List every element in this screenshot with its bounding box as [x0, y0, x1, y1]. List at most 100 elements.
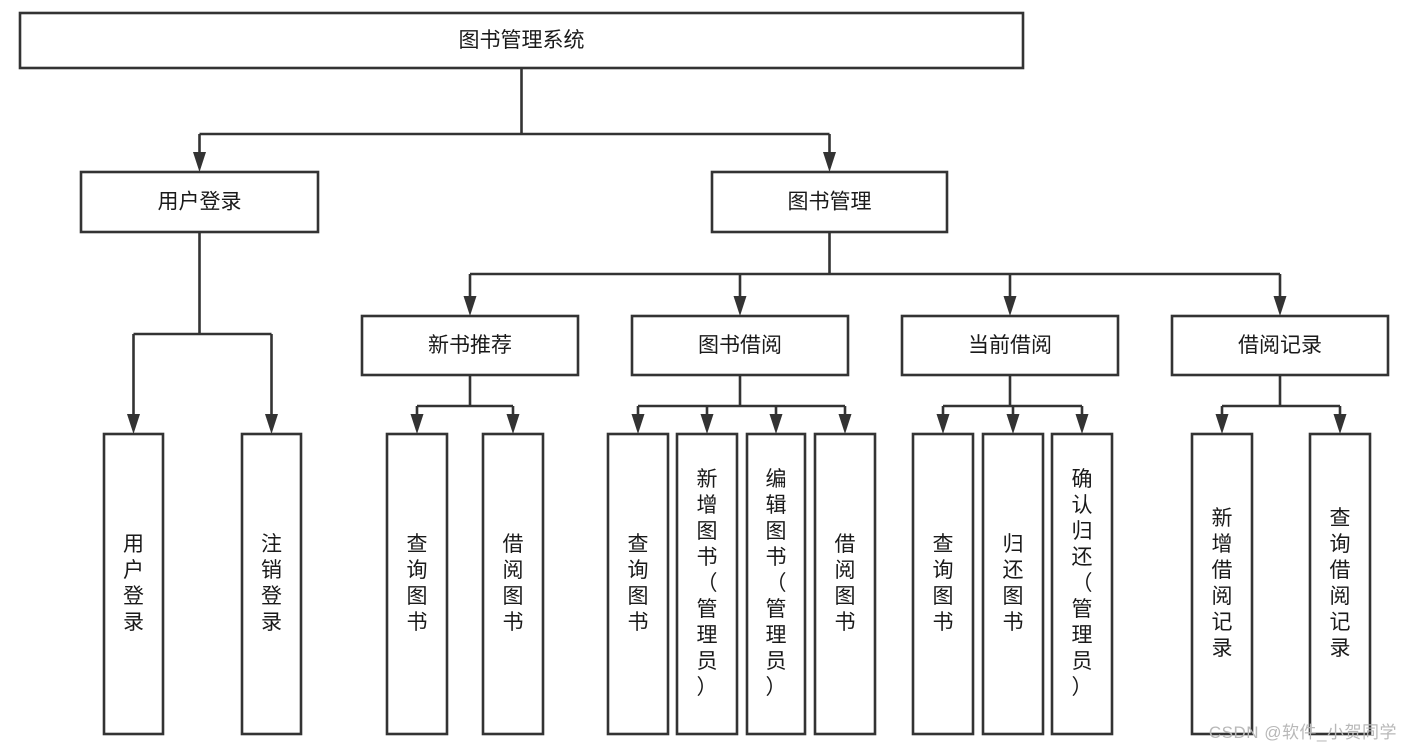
node-label-char: （	[766, 572, 787, 595]
node-label-char: ）	[766, 676, 787, 699]
node-box-new-book-rec[interactable]	[360, 314, 580, 377]
node-leaf-add-record[interactable]: 新增借阅记录	[1190, 432, 1254, 736]
node-new-book-rec[interactable]: 新书推荐	[360, 314, 580, 377]
node-label-char: 查	[1330, 507, 1351, 530]
edge-arrowhead	[769, 414, 783, 434]
node-label-char: 记	[1212, 611, 1233, 634]
node-label-char: 查	[628, 533, 649, 556]
node-leaf-user-login[interactable]: 用户登录	[102, 432, 165, 736]
edge-arrowhead	[838, 414, 852, 434]
edge-group-root-to-level1	[193, 68, 836, 172]
node-box-user-login[interactable]	[79, 170, 320, 234]
node-label-char: 书	[697, 546, 718, 569]
node-label-char: 图	[835, 585, 856, 608]
node-box-leaf-query-book-3[interactable]	[911, 432, 975, 736]
node-box-leaf-confirm-return[interactable]	[1050, 432, 1114, 736]
node-leaf-borrow-book-2[interactable]: 借阅图书	[813, 432, 877, 736]
node-leaf-query-book-1[interactable]: 查询图书	[385, 432, 449, 736]
edge-arrowhead	[631, 414, 645, 434]
node-label-char: 借	[835, 533, 856, 556]
node-leaf-query-book-3[interactable]: 查询图书	[911, 432, 975, 736]
node-box-current-borrow[interactable]	[900, 314, 1120, 377]
node-leaf-query-record[interactable]: 查询借阅记录	[1308, 432, 1372, 736]
node-leaf-logout[interactable]: 注销登录	[240, 432, 303, 736]
edge-arrowhead	[1215, 414, 1229, 434]
node-label-char: 辑	[766, 494, 787, 517]
node-book-manage[interactable]: 图书管理	[710, 170, 949, 234]
node-label-char: 增	[697, 494, 718, 517]
node-label-user-login: 用户登录	[158, 191, 242, 214]
edge-arrowhead	[823, 152, 836, 172]
node-label-char: 录	[1212, 637, 1233, 660]
node-box-root[interactable]	[18, 11, 1025, 70]
node-box-book-borrow[interactable]	[630, 314, 850, 377]
node-label-borrow-record: 借阅记录	[1238, 334, 1322, 357]
edge-group-currentborrow-to-leaves	[936, 375, 1089, 434]
node-box-leaf-user-login[interactable]	[102, 432, 165, 736]
edge-arrowhead	[265, 414, 278, 434]
node-label-char: 书	[407, 611, 428, 634]
node-label-char: 还	[1003, 559, 1024, 582]
edge-arrowhead	[463, 296, 477, 316]
node-box-borrow-record[interactable]	[1170, 314, 1390, 377]
node-label-char: 注	[261, 533, 282, 556]
node-box-leaf-return-book[interactable]	[981, 432, 1045, 736]
node-box-leaf-edit-book[interactable]	[745, 432, 807, 736]
node-label-char: 新	[697, 468, 718, 491]
edge-group-bookmanage-to-level2	[463, 232, 1287, 316]
node-label-char: 借	[503, 533, 524, 556]
node-box-leaf-borrow-book-2[interactable]	[813, 432, 877, 736]
node-current-borrow[interactable]: 当前借阅	[900, 314, 1120, 377]
node-box-leaf-query-book-1[interactable]	[385, 432, 449, 736]
node-box-leaf-query-record[interactable]	[1308, 432, 1372, 736]
edge-arrowhead	[1273, 296, 1287, 316]
node-box-leaf-borrow-book-1[interactable]	[481, 432, 545, 736]
node-label-leaf-edit-book: 编辑图书（管理员）	[766, 468, 787, 699]
node-leaf-edit-book[interactable]: 编辑图书（管理员）	[745, 432, 807, 736]
node-box-book-manage[interactable]	[710, 170, 949, 234]
node-book-borrow[interactable]: 图书借阅	[630, 314, 850, 377]
node-leaf-borrow-book-1[interactable]: 借阅图书	[481, 432, 545, 736]
node-box-leaf-add-record[interactable]	[1190, 432, 1254, 736]
node-box-leaf-query-book-2[interactable]	[606, 432, 670, 736]
node-label-char: ）	[1072, 676, 1093, 699]
node-label-char: 确	[1072, 468, 1093, 491]
node-label-char: 询	[407, 559, 428, 582]
node-label-leaf-query-book-1: 查询图书	[407, 533, 428, 634]
node-box-leaf-logout[interactable]	[240, 432, 303, 736]
node-label-leaf-user-login: 用户登录	[123, 533, 144, 634]
node-label-leaf-logout: 注销登录	[261, 533, 282, 634]
edge-group-userlogin-to-leaves	[127, 232, 278, 434]
node-borrow-record[interactable]: 借阅记录	[1170, 314, 1390, 377]
edge-group-newbookrec-to-leaves	[410, 375, 520, 434]
node-label-char: 书	[933, 611, 954, 634]
node-leaf-query-book-2[interactable]: 查询图书	[606, 432, 670, 736]
node-label-char: 新	[1212, 507, 1233, 530]
node-label-char: 阅	[835, 559, 856, 582]
node-label-char: 还	[1072, 546, 1093, 569]
watermark-text: CSDN @软件_小贺同学	[1208, 723, 1397, 742]
node-label-new-book-rec: 新书推荐	[428, 334, 512, 357]
node-label-char: 登	[123, 585, 144, 608]
node-label-char: 登	[261, 585, 282, 608]
node-label-char: 图	[697, 520, 718, 543]
node-root[interactable]: 图书管理系统	[18, 11, 1025, 70]
edge-group-borrowrecord-to-leaves	[1215, 375, 1347, 434]
node-label-char: 户	[123, 559, 144, 582]
node-leaf-confirm-return[interactable]: 确认归还（管理员）	[1050, 432, 1114, 736]
node-user-login[interactable]: 用户登录	[79, 170, 320, 234]
node-leaf-return-book[interactable]: 归还图书	[981, 432, 1045, 736]
node-label-char: 理	[1072, 624, 1093, 647]
edge-arrowhead	[1333, 414, 1347, 434]
node-label-char: 增	[1212, 533, 1233, 556]
node-label-leaf-return-book: 归还图书	[1003, 533, 1024, 634]
edge-arrowhead	[506, 414, 520, 434]
node-label-char: 询	[628, 559, 649, 582]
node-label-char: 销	[261, 559, 282, 582]
node-leaf-add-book[interactable]: 新增图书（管理员）	[675, 432, 739, 736]
node-label-char: 认	[1072, 494, 1093, 517]
node-label-leaf-add-record: 新增借阅记录	[1212, 507, 1233, 660]
node-box-leaf-add-book[interactable]	[675, 432, 739, 736]
node-label-char: 员	[1072, 650, 1093, 673]
